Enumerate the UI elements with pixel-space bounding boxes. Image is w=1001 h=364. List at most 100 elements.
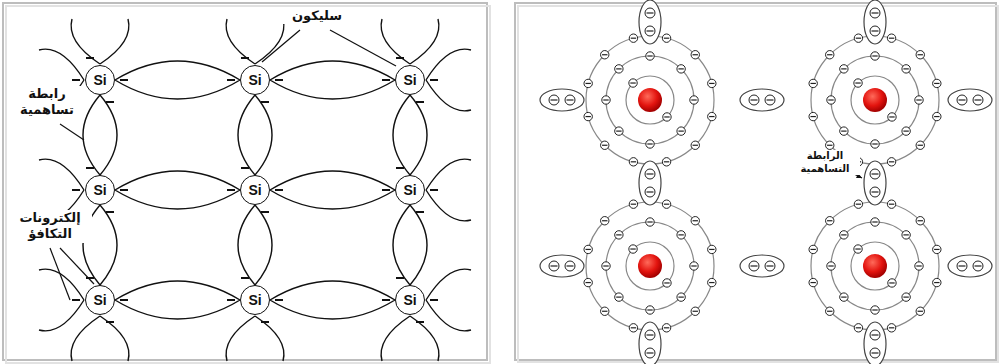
- electron: [549, 95, 559, 105]
- electron-mark: [416, 211, 424, 213]
- electron: [840, 293, 848, 301]
- electron: [973, 95, 983, 105]
- electron: [933, 278, 941, 286]
- electron: [663, 113, 671, 121]
- electron-sign: [567, 265, 574, 266]
- electron: [677, 293, 685, 301]
- bond-oval: [740, 89, 784, 111]
- electron-sign: [647, 191, 654, 192]
- electron: [809, 112, 817, 120]
- electron-shell: [586, 36, 714, 164]
- electron: [646, 140, 654, 148]
- electron-mark: [275, 79, 283, 81]
- electron-sign: [918, 54, 923, 55]
- electron-sign: [934, 116, 939, 117]
- electron-sign: [889, 38, 894, 39]
- electron-sign: [810, 116, 815, 117]
- electron-mark: [241, 277, 249, 279]
- atom-circle: Si: [240, 175, 270, 205]
- electron: [870, 187, 880, 197]
- electron-sign: [691, 265, 696, 266]
- electron: [933, 245, 941, 253]
- electron: [902, 65, 910, 73]
- element-symbol: Si: [403, 292, 416, 308]
- bond-stub: [71, 19, 100, 64]
- electron: [646, 306, 654, 314]
- electron: [957, 95, 967, 105]
- electron: [765, 261, 775, 271]
- electron-sign: [889, 161, 894, 162]
- bond-stub: [39, 49, 84, 80]
- electron-sign: [709, 282, 714, 283]
- electron-mark: [261, 211, 269, 213]
- electron: [601, 51, 609, 59]
- electron-sign: [709, 83, 714, 84]
- electron: [916, 51, 924, 59]
- nucleus: [638, 88, 662, 112]
- bond-oval: [864, 0, 886, 44]
- electron: [645, 26, 655, 36]
- electron: [871, 52, 879, 60]
- bond-oval: [864, 161, 886, 205]
- electron-sign: [872, 55, 877, 56]
- electron-sign: [664, 204, 669, 205]
- electron-sign: [647, 143, 652, 144]
- electron: [691, 141, 699, 149]
- bond-stub: [381, 19, 410, 64]
- electron: [887, 200, 895, 208]
- electron: [854, 324, 862, 332]
- electron: [902, 127, 910, 135]
- electron: [826, 51, 834, 59]
- electron-sign: [551, 99, 558, 100]
- electron-sign: [664, 161, 669, 162]
- electron-sign: [872, 173, 879, 174]
- electron: [565, 261, 575, 271]
- electron: [708, 278, 716, 286]
- electron: [584, 278, 592, 286]
- electron: [870, 8, 880, 18]
- covalent-bond: [238, 95, 272, 175]
- electron: [629, 158, 637, 166]
- bond-oval: [864, 322, 886, 364]
- element-symbol: Si: [93, 292, 106, 308]
- electron-sign: [810, 83, 815, 84]
- electron-mark: [275, 189, 283, 191]
- electron: [677, 127, 685, 135]
- covalent-bond: [393, 95, 427, 175]
- element-symbol: Si: [248, 292, 261, 308]
- electron: [871, 218, 879, 226]
- electron: [749, 261, 759, 271]
- electron: [870, 348, 880, 358]
- electron-mark: [382, 299, 390, 301]
- electron-shell: [626, 76, 674, 124]
- electron-shell: [606, 222, 694, 310]
- bond-oval: [740, 255, 784, 277]
- electron: [708, 112, 716, 120]
- electron: [677, 231, 685, 239]
- electron-sign: [647, 221, 652, 222]
- electron-sign: [678, 131, 683, 132]
- electron: [629, 324, 637, 332]
- electron-sign: [903, 234, 908, 235]
- callout-label: رابطة تساهمية: [10, 86, 84, 119]
- atom-circle: Si: [240, 285, 270, 315]
- element-symbol: Si: [93, 182, 106, 198]
- electron: [615, 127, 623, 135]
- electron: [690, 96, 698, 104]
- bond-stub: [226, 316, 255, 361]
- electron-sign: [631, 38, 636, 39]
- electron-sign: [856, 327, 861, 328]
- electron-sign: [828, 99, 833, 100]
- electron: [888, 279, 896, 287]
- electron: [662, 158, 670, 166]
- electron: [933, 112, 941, 120]
- electron-shell: [626, 242, 674, 290]
- electron-sign: [664, 327, 669, 328]
- electron-mark: [106, 101, 114, 103]
- electron-mark: [275, 299, 283, 301]
- electron: [549, 261, 559, 271]
- electron: [646, 52, 654, 60]
- electron-sign: [664, 38, 669, 39]
- bond-oval: [948, 89, 992, 111]
